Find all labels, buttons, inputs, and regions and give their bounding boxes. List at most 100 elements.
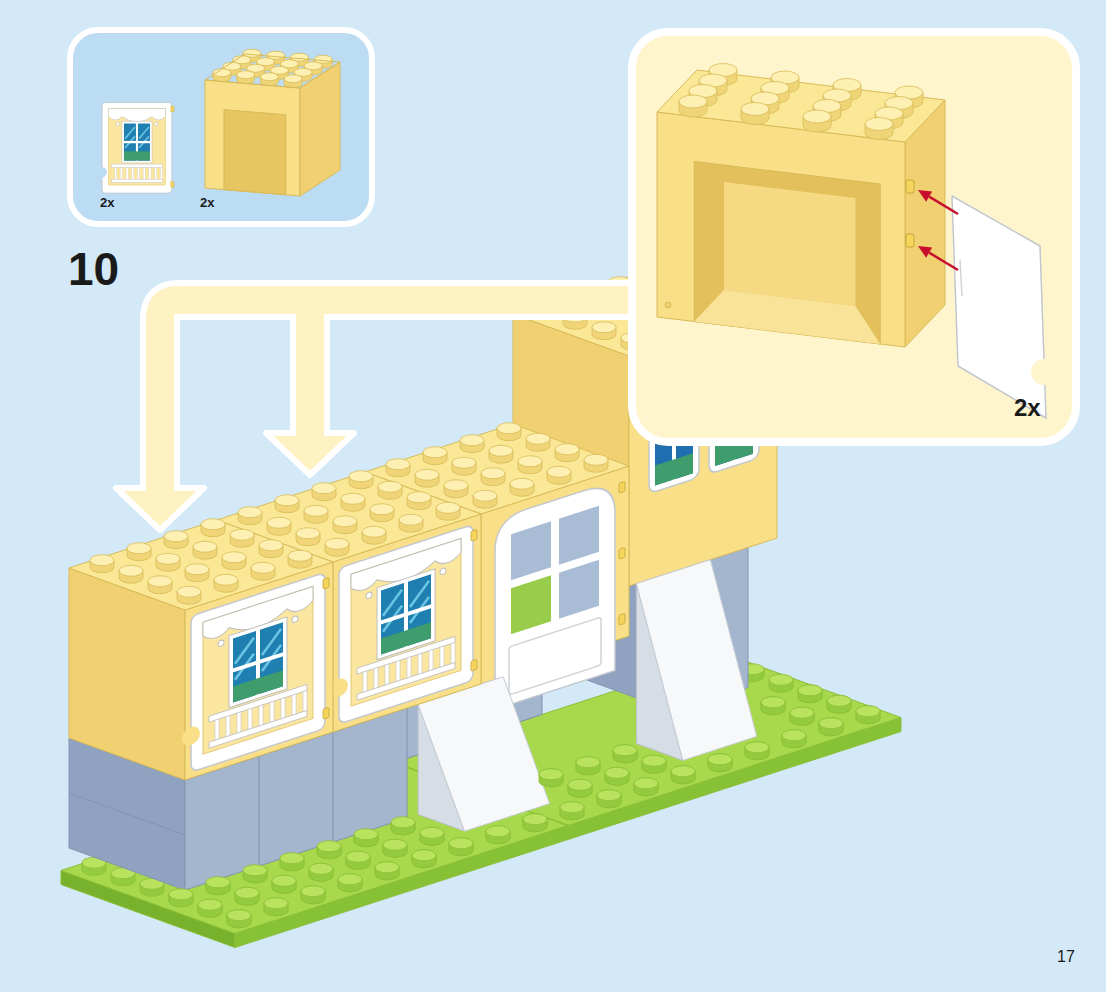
stud-top <box>473 490 497 501</box>
window-glass <box>124 151 150 160</box>
stud-top <box>325 538 349 549</box>
window-panel <box>952 196 1046 418</box>
door-glass <box>559 560 599 619</box>
hinge-clip <box>323 577 329 589</box>
stud-top <box>370 504 394 515</box>
stud-top <box>592 322 616 333</box>
stud-top <box>444 480 468 491</box>
stud-top <box>346 851 370 862</box>
stud-top <box>375 862 399 873</box>
stud-top <box>486 826 510 837</box>
stud-top <box>312 483 336 494</box>
stud-top <box>481 468 505 479</box>
insert-arrowhead <box>918 246 932 258</box>
stud-top <box>90 555 114 566</box>
panel-notch <box>182 724 200 748</box>
stud-top <box>420 827 444 838</box>
stud-top <box>193 541 217 552</box>
window-panel <box>102 103 172 193</box>
parts-panel <box>70 30 372 224</box>
stud-top <box>449 838 473 849</box>
stud-top <box>708 754 732 765</box>
stud-top <box>769 674 793 685</box>
stud-top <box>386 459 410 470</box>
stud-top <box>214 574 238 585</box>
hinge-clip <box>171 106 174 112</box>
stud-top <box>338 874 362 885</box>
window-wall <box>203 586 313 754</box>
stud-top <box>267 517 291 528</box>
balcony-bar <box>120 168 122 181</box>
stud-top <box>198 899 222 910</box>
arrow-shaft <box>296 300 324 437</box>
stud-top <box>349 471 373 482</box>
stud-top <box>613 745 637 756</box>
stud-top <box>317 841 341 852</box>
stud-top <box>798 685 822 696</box>
stud-top <box>856 706 880 717</box>
stud-top <box>741 103 769 116</box>
stud-top <box>449 838 473 849</box>
arrow-head <box>116 488 204 530</box>
stud-top <box>790 707 814 718</box>
brick-pin <box>665 302 671 308</box>
stud-top <box>555 444 579 455</box>
stud-top <box>856 706 880 717</box>
face-decal <box>330 523 477 727</box>
stud-top <box>341 493 365 504</box>
brick-opening <box>694 162 880 345</box>
stud-top <box>671 766 695 777</box>
door-glass <box>559 506 599 565</box>
stud-top <box>296 528 320 539</box>
stud-top <box>679 95 707 108</box>
stud-top <box>338 874 362 885</box>
stud-top <box>782 730 806 741</box>
stud-top <box>201 519 225 530</box>
stud-top <box>301 886 325 897</box>
stud-top <box>362 526 386 537</box>
stud-top <box>227 910 251 921</box>
part-brick-side <box>300 62 340 196</box>
balcony-bar <box>132 168 134 181</box>
stud-top <box>238 507 262 518</box>
page-number: 17 <box>1057 949 1075 965</box>
stud-top <box>497 423 521 434</box>
stud-top <box>243 865 267 876</box>
stud-top <box>486 826 510 837</box>
stud-top <box>148 576 172 587</box>
stud-top <box>375 862 399 873</box>
plate-side <box>61 871 235 948</box>
callout <box>632 32 1076 442</box>
hinge-clip <box>471 529 477 541</box>
slope-brick <box>636 560 756 761</box>
stud-top <box>782 730 806 741</box>
stud-top <box>605 767 629 778</box>
brick-top-face <box>657 70 945 142</box>
stud-top <box>383 839 407 850</box>
arrow-head <box>266 433 354 475</box>
parts-list <box>70 30 372 224</box>
stud-top <box>412 850 436 861</box>
stud-top <box>642 755 666 766</box>
stud-top <box>264 898 288 909</box>
stud-top <box>378 481 402 492</box>
balcony-rail <box>111 164 162 167</box>
stud-top <box>391 817 415 828</box>
stud-top <box>206 877 230 888</box>
stud-top <box>383 839 407 850</box>
hinge-clip <box>906 180 914 193</box>
window-bar <box>123 141 150 143</box>
brick-seam <box>333 732 334 842</box>
part-brick-opening <box>224 110 286 195</box>
window-panel <box>191 573 325 772</box>
stud-top <box>185 564 209 575</box>
stud-top <box>415 469 439 480</box>
window-wall <box>108 108 165 185</box>
front-studs <box>169 685 880 928</box>
window-bar <box>232 652 284 673</box>
balcony-bar <box>137 168 139 181</box>
panel-notch <box>97 167 106 177</box>
stud-top <box>169 889 193 900</box>
